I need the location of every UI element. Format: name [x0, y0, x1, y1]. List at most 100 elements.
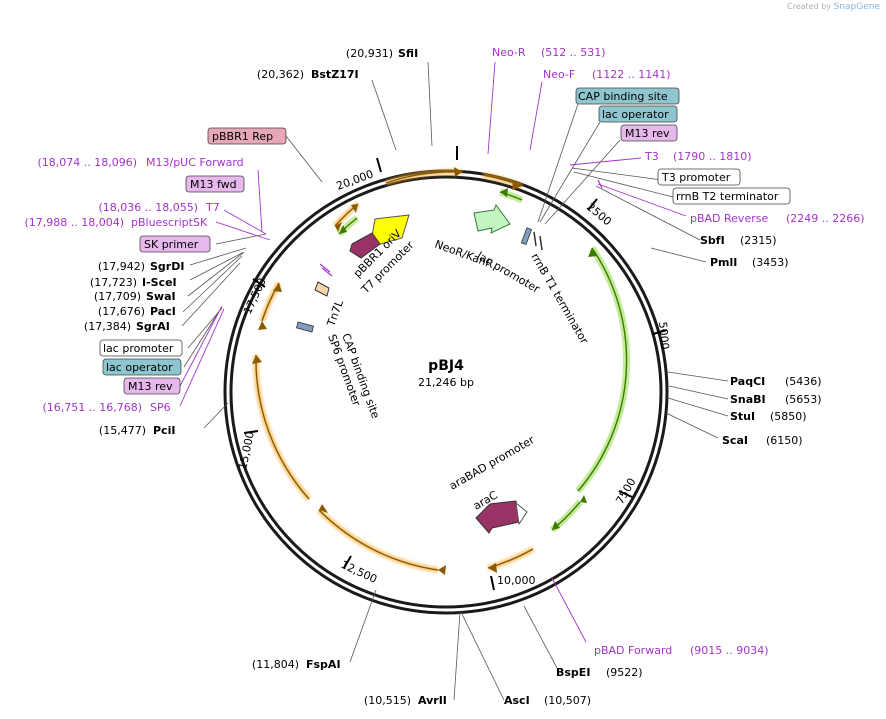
stui-name: StuI	[730, 410, 755, 423]
avrii-position: (10,515)	[364, 694, 411, 707]
fspai-name: FspAI	[306, 658, 341, 671]
sbfi-name: SbfI	[700, 234, 725, 247]
pmli-position: (3453)	[752, 256, 789, 269]
t3-range: (1790 .. 1810)	[673, 150, 752, 163]
sgrai-position: (17,384)	[84, 320, 131, 333]
paqci-name: PaqCI	[730, 375, 765, 388]
tn7l-feature	[314, 281, 330, 297]
rrnb-t2-terminator-box: rrnB T2 terminator	[672, 187, 791, 205]
boxed-labels: CAP binding site lac operator M13 rev T3…	[99, 87, 791, 395]
i-scei-name: I-SceI	[142, 276, 177, 289]
t3-name: T3	[644, 150, 659, 163]
tick-label-10000: 10,000	[497, 574, 536, 587]
neor-kanr-feature	[473, 203, 511, 234]
paci-position: (17,676)	[98, 305, 145, 318]
snapgene-credit: Created by SnapGene	[787, 2, 880, 12]
m13-puc-forward-name: M13/pUC Forward	[146, 156, 244, 169]
enzyme-labels: (20,931) SfiI (20,362) BstZ17I (17,942) …	[84, 47, 822, 707]
t7-name: T7	[205, 201, 220, 214]
swai-name: SwaI	[146, 290, 176, 303]
lac-operator-box-left: lac operator	[102, 358, 182, 376]
asci-name: AscI	[504, 694, 530, 707]
credit-brand: SnapGene	[833, 2, 880, 12]
svg-text:M13 rev: M13 rev	[625, 127, 670, 140]
pmli-name: PmlI	[710, 256, 737, 269]
plasmid-size: 21,246 bp	[418, 376, 474, 389]
sfii-name: SfiI	[398, 47, 418, 60]
neo-r-name: Neo-R	[492, 46, 526, 59]
primer-labels: Neo-R (512 .. 531) Neo-F (1122 .. 1141) …	[24, 46, 864, 657]
svg-text:rrnB T2 terminator: rrnB T2 terminator	[676, 190, 779, 203]
stui-position: (5850)	[770, 410, 807, 423]
primer-leader-lines	[179, 61, 687, 643]
tick-label-15000: 15,000	[236, 430, 257, 470]
paci-name: PacI	[150, 305, 176, 318]
bspei-position: (9522)	[606, 666, 643, 679]
sp6-range: (16,751 .. 16,768)	[42, 401, 142, 414]
avrii-name: AvrII	[418, 694, 447, 707]
t3-promoter-box: T3 promoter	[657, 168, 741, 186]
snabi-name: SnaBI	[730, 393, 766, 406]
m13-rev-box-top: M13 rev	[620, 124, 678, 142]
orange-feature-arcs	[252, 167, 535, 575]
snabi-position: (5653)	[785, 393, 822, 406]
sfii-position: (20,931)	[346, 47, 393, 60]
t7-range: (18,036 .. 18,055)	[98, 201, 198, 214]
sp6-name: SP6	[150, 401, 171, 414]
neo-r-range: (512 .. 531)	[541, 46, 606, 59]
pbluescriptsk-name: pBluescriptSK	[131, 216, 208, 229]
i-scei-position: (17,723)	[90, 276, 137, 289]
site-markers	[319, 179, 603, 277]
neo-f-name: Neo-F	[543, 68, 575, 81]
svg-text:SK primer: SK primer	[144, 238, 199, 251]
rrnb-t1-feature	[520, 227, 543, 251]
backbone	[223, 169, 669, 615]
pbbr1-rep-box: pBBR1 Rep	[207, 127, 287, 145]
bstz17i-name: BstZ17I	[311, 68, 359, 81]
lac-promoter-box: lac promoter	[99, 339, 183, 357]
svg-text:CAP binding site: CAP binding site	[578, 90, 668, 103]
cap-binding-site-box: CAP binding site	[575, 87, 680, 105]
lac-operator-box-top: lac operator	[598, 105, 678, 123]
bstz17i-position: (20,362)	[257, 68, 304, 81]
neo-f-range: (1122 .. 1141)	[592, 68, 671, 81]
paqci-position: (5436)	[785, 375, 822, 388]
green-feature-arcs	[336, 188, 630, 533]
svg-text:M13 rev: M13 rev	[128, 380, 173, 393]
sk-primer-box: SK primer	[139, 235, 211, 253]
pcii-name: PciI	[153, 424, 175, 437]
fspai-position: (11,804)	[252, 658, 299, 671]
m13-rev-box-left: M13 rev	[123, 377, 181, 395]
svg-text:pBBR1 Rep: pBBR1 Rep	[212, 130, 273, 143]
bspei-name: BspEI	[556, 666, 590, 679]
pcii-position: (15,477)	[99, 424, 146, 437]
arabad-promoter-label: araBAD promoter	[447, 433, 537, 493]
svg-text:lac operator: lac operator	[106, 361, 173, 374]
plasmid-name: pBJ4	[428, 358, 464, 374]
leader-lines	[181, 61, 729, 701]
tick-label-7500: 7500	[613, 476, 638, 507]
svg-text:T3 promoter: T3 promoter	[661, 171, 731, 184]
rrnb-t1-label: rrnB T1 terminator	[528, 251, 591, 347]
sgrdi-name: SgrDI	[150, 260, 184, 273]
scai-position: (6150)	[766, 434, 803, 447]
svg-text:lac promoter: lac promoter	[103, 342, 174, 355]
pbbr1-oriv-feature	[349, 214, 410, 259]
tn7l-label: Tn7L	[324, 298, 346, 329]
pbad-reverse-range: (2249 .. 2266)	[786, 212, 865, 225]
swai-position: (17,709)	[94, 290, 141, 303]
backbone-ticks	[243, 146, 668, 591]
pbad-reverse-name: pBAD Reverse	[690, 212, 768, 225]
sgrai-name: SgrAI	[136, 320, 170, 333]
svg-text:lac operator: lac operator	[602, 108, 669, 121]
cap-site-feature	[296, 321, 314, 333]
tick-label-5000: 5000	[656, 321, 671, 350]
arac-feature	[475, 500, 528, 534]
svg-text:M13 fwd: M13 fwd	[190, 178, 237, 191]
scai-name: ScaI	[722, 434, 748, 447]
m13-fwd-box: M13 fwd	[185, 175, 245, 193]
credit-prefix: Created by	[787, 2, 832, 11]
pbad-forward-name: pBAD Forward	[594, 644, 672, 657]
m13-puc-forward-range: (18,074 .. 18,096)	[37, 156, 137, 169]
